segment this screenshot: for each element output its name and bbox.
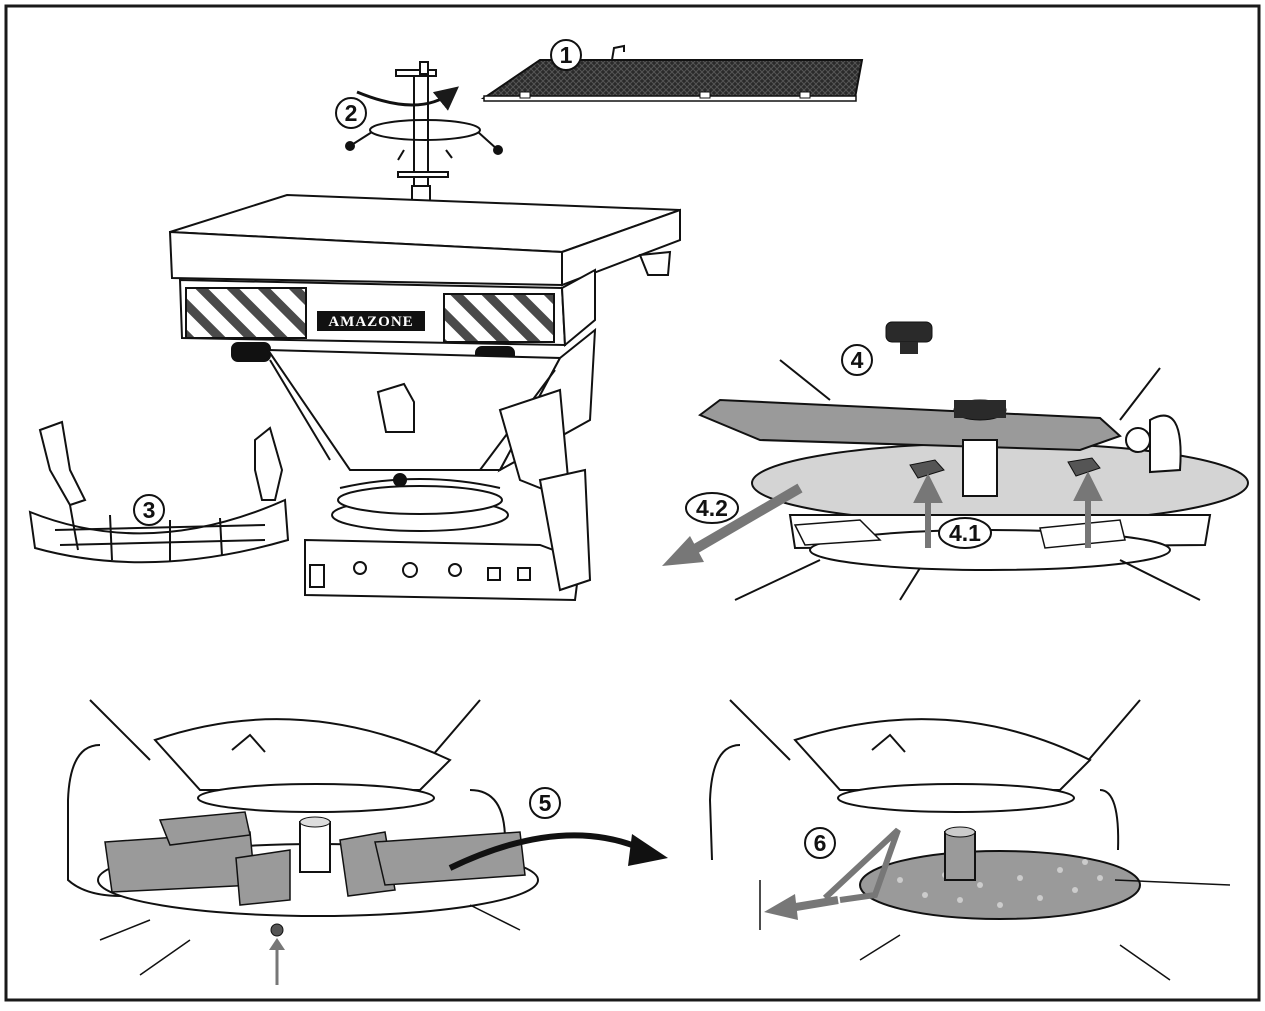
callout-6-label: 6 [814,830,827,856]
brand-label: AMAZONE [328,314,413,330]
detail-disc-removal [662,321,1249,601]
callout-1-label: 1 [560,42,573,68]
callout-5: 5 [529,787,561,819]
detail-disc-lift [708,699,1231,981]
callout-3-label: 3 [143,497,156,523]
callout-2: 2 [335,97,367,129]
callout-4: 4 [841,344,873,376]
callout-4-1: 4.1 [938,517,992,549]
callout-3: 3 [133,494,165,526]
callout-4-2: 4.2 [685,492,739,524]
callout-4-2-label: 4.2 [696,495,728,521]
deflector-guard [28,420,290,564]
callout-5-label: 5 [539,790,552,816]
callout-2-label: 2 [345,100,358,126]
callout-4-1-label: 4.1 [949,520,981,546]
spreader-hopper: AMAZONE [168,193,681,602]
outer-border [4,4,1261,1002]
detail-blade-removal [67,699,668,985]
callout-4-label: 4 [851,347,864,373]
callout-1: 1 [550,39,582,71]
callout-6: 6 [804,827,836,859]
sieve-screen [480,44,864,102]
